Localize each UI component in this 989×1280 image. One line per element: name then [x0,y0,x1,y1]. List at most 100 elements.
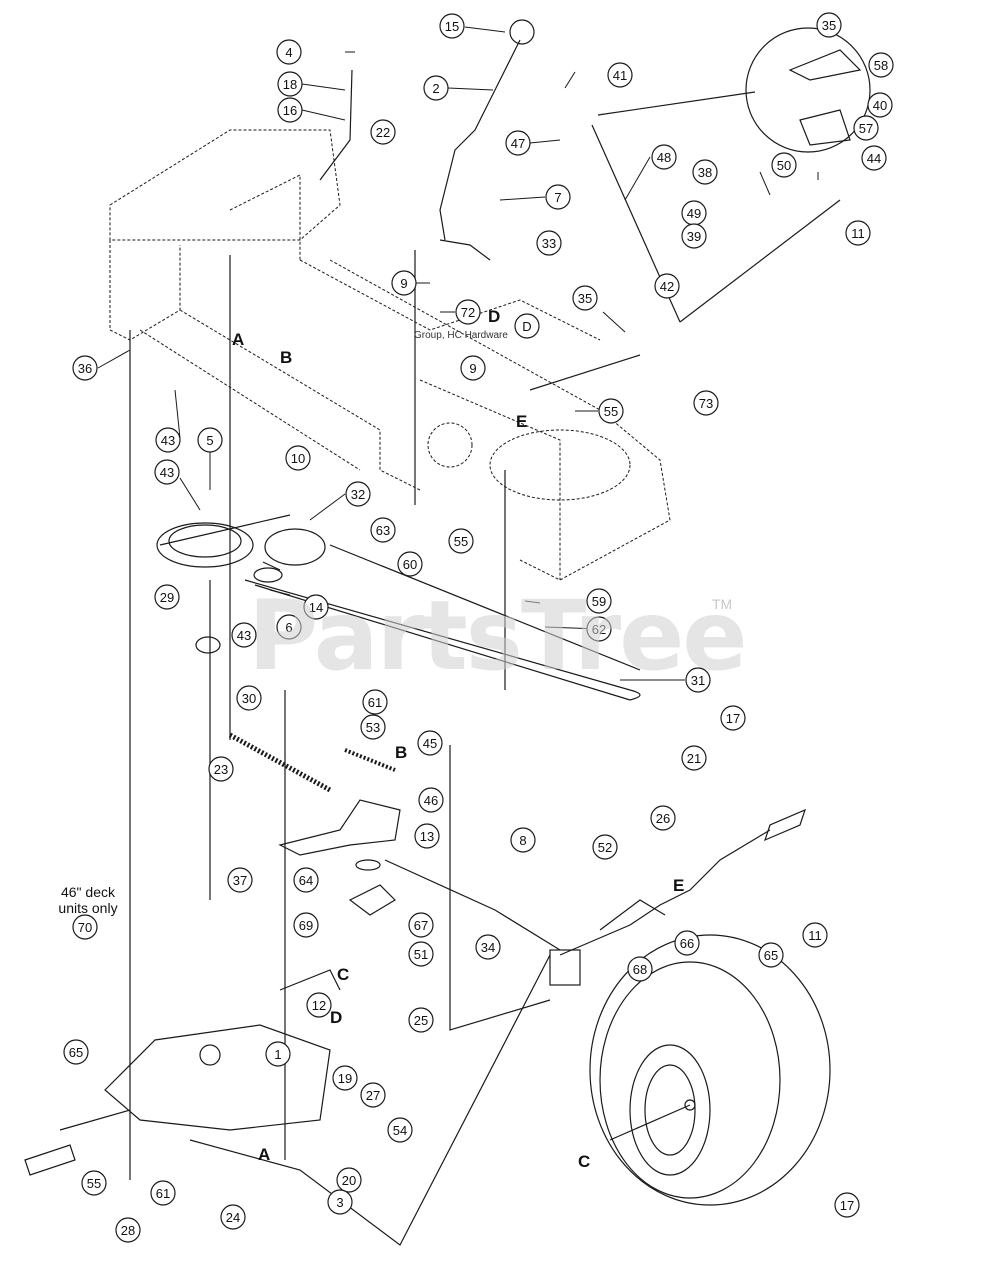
callout-number: 43 [237,628,251,643]
callout-number: 65 [764,948,778,963]
section-letter: C [337,965,350,984]
section-letter: D [488,307,501,326]
deck-note: 46" deck units only [58,884,118,916]
callout-number: 31 [691,673,705,688]
callout-number: 21 [687,751,701,766]
section-letter: E [516,412,528,431]
callout-number: 6 [285,620,292,635]
callout-number: 26 [656,811,670,826]
callout-circles [63,12,894,1243]
callout-number: 24 [226,1210,240,1225]
callout-number: 52 [598,840,612,855]
callout-number: 47 [511,136,525,151]
callout-number: 5 [206,433,213,448]
callout-number: 62 [592,622,606,637]
callout-number: 66 [680,936,694,951]
callout-number: 23 [214,762,228,777]
callout-number: 22 [376,125,390,140]
callout-number: 12 [312,998,326,1013]
lift-lever [559,808,806,956]
callout-number: 11 [808,928,822,943]
tractor-frame [109,129,671,581]
callout-number: 40 [873,98,887,113]
callout-number: 18 [283,77,297,92]
section-letter: C [578,1152,591,1171]
callout-number: 39 [687,229,701,244]
section-letter: A [258,1145,271,1164]
callout-number: 46 [424,793,438,808]
rear-wheel [589,934,831,1206]
callout-number: 69 [299,918,313,933]
callout-number: 33 [542,236,556,251]
callout-number: 73 [699,396,713,411]
callout-number: 35 [822,18,836,33]
callout-number: 17 [726,711,740,726]
callout-number: 53 [366,720,380,735]
detail-inset [745,27,871,153]
callout-number: 65 [69,1045,83,1060]
spring-21 [228,732,332,793]
callout-number: 58 [874,58,888,73]
watermark-trademark: TM [712,596,733,612]
callout-number: 43 [161,433,175,448]
callout-number: 10 [291,451,305,466]
callout-number: 41 [613,68,627,83]
callout-number: 25 [414,1013,428,1028]
callout-number: 17 [840,1198,854,1213]
callout-number: 8 [519,833,526,848]
shift-lever [319,19,535,261]
callout-number: 55 [454,534,468,549]
callout-number: 16 [283,103,297,118]
callout-number: 61 [368,695,382,710]
callout-number: 42 [660,279,674,294]
section-letter: B [280,348,293,367]
callout-number: 60 [403,557,417,572]
callout-number: 57 [859,121,873,136]
spring-23 [344,748,396,772]
callout-number: 43 [160,465,174,480]
transaxle [59,969,341,1131]
callout-number: 51 [414,947,428,962]
callout-number: 32 [351,487,365,502]
callout-number: 63 [376,523,390,538]
callout-number: 9 [469,361,476,376]
callout-number: 15 [445,19,459,34]
callout-number: 55 [604,404,618,419]
callout-number: 37 [233,873,247,888]
section-letter: D [330,1008,343,1027]
callout-number: 28 [121,1223,135,1238]
callout-number: 59 [592,594,606,609]
callout-number: 72 [461,305,475,320]
callout-number: 61 [156,1186,170,1201]
callout-number: 27 [366,1088,380,1103]
callout-number: 67 [414,918,428,933]
axle-20 [24,1144,76,1176]
section-letter: B [395,743,408,762]
callout-number: 4 [285,45,292,60]
callout-number: 38 [698,165,712,180]
callout-number: 34 [481,940,495,955]
callout-number: 35 [578,291,592,306]
callout-number: 54 [393,1123,407,1138]
callout-number: 50 [777,158,791,173]
callout-number: D [522,319,531,334]
callout-number: 70 [78,920,92,935]
callout-number: 13 [420,829,434,844]
section-letter: A [232,330,245,349]
callout-number: 19 [338,1071,352,1086]
watermark-brand: PartsTree [248,580,747,692]
callout-number: 45 [423,736,437,751]
callout-number: 55 [87,1176,101,1191]
callout-number: 3 [336,1195,343,1210]
callout-number: 11 [851,226,865,241]
callout-number: 1 [274,1047,281,1062]
callout-number: 68 [633,962,647,977]
callout-number: 64 [299,873,313,888]
callout-number: 48 [657,150,671,165]
callout-number: 36 [78,361,92,376]
callout-number: 7 [554,190,561,205]
callout-number: 30 [242,691,256,706]
callout-number: 29 [160,590,174,605]
section-letter: E [673,876,685,895]
